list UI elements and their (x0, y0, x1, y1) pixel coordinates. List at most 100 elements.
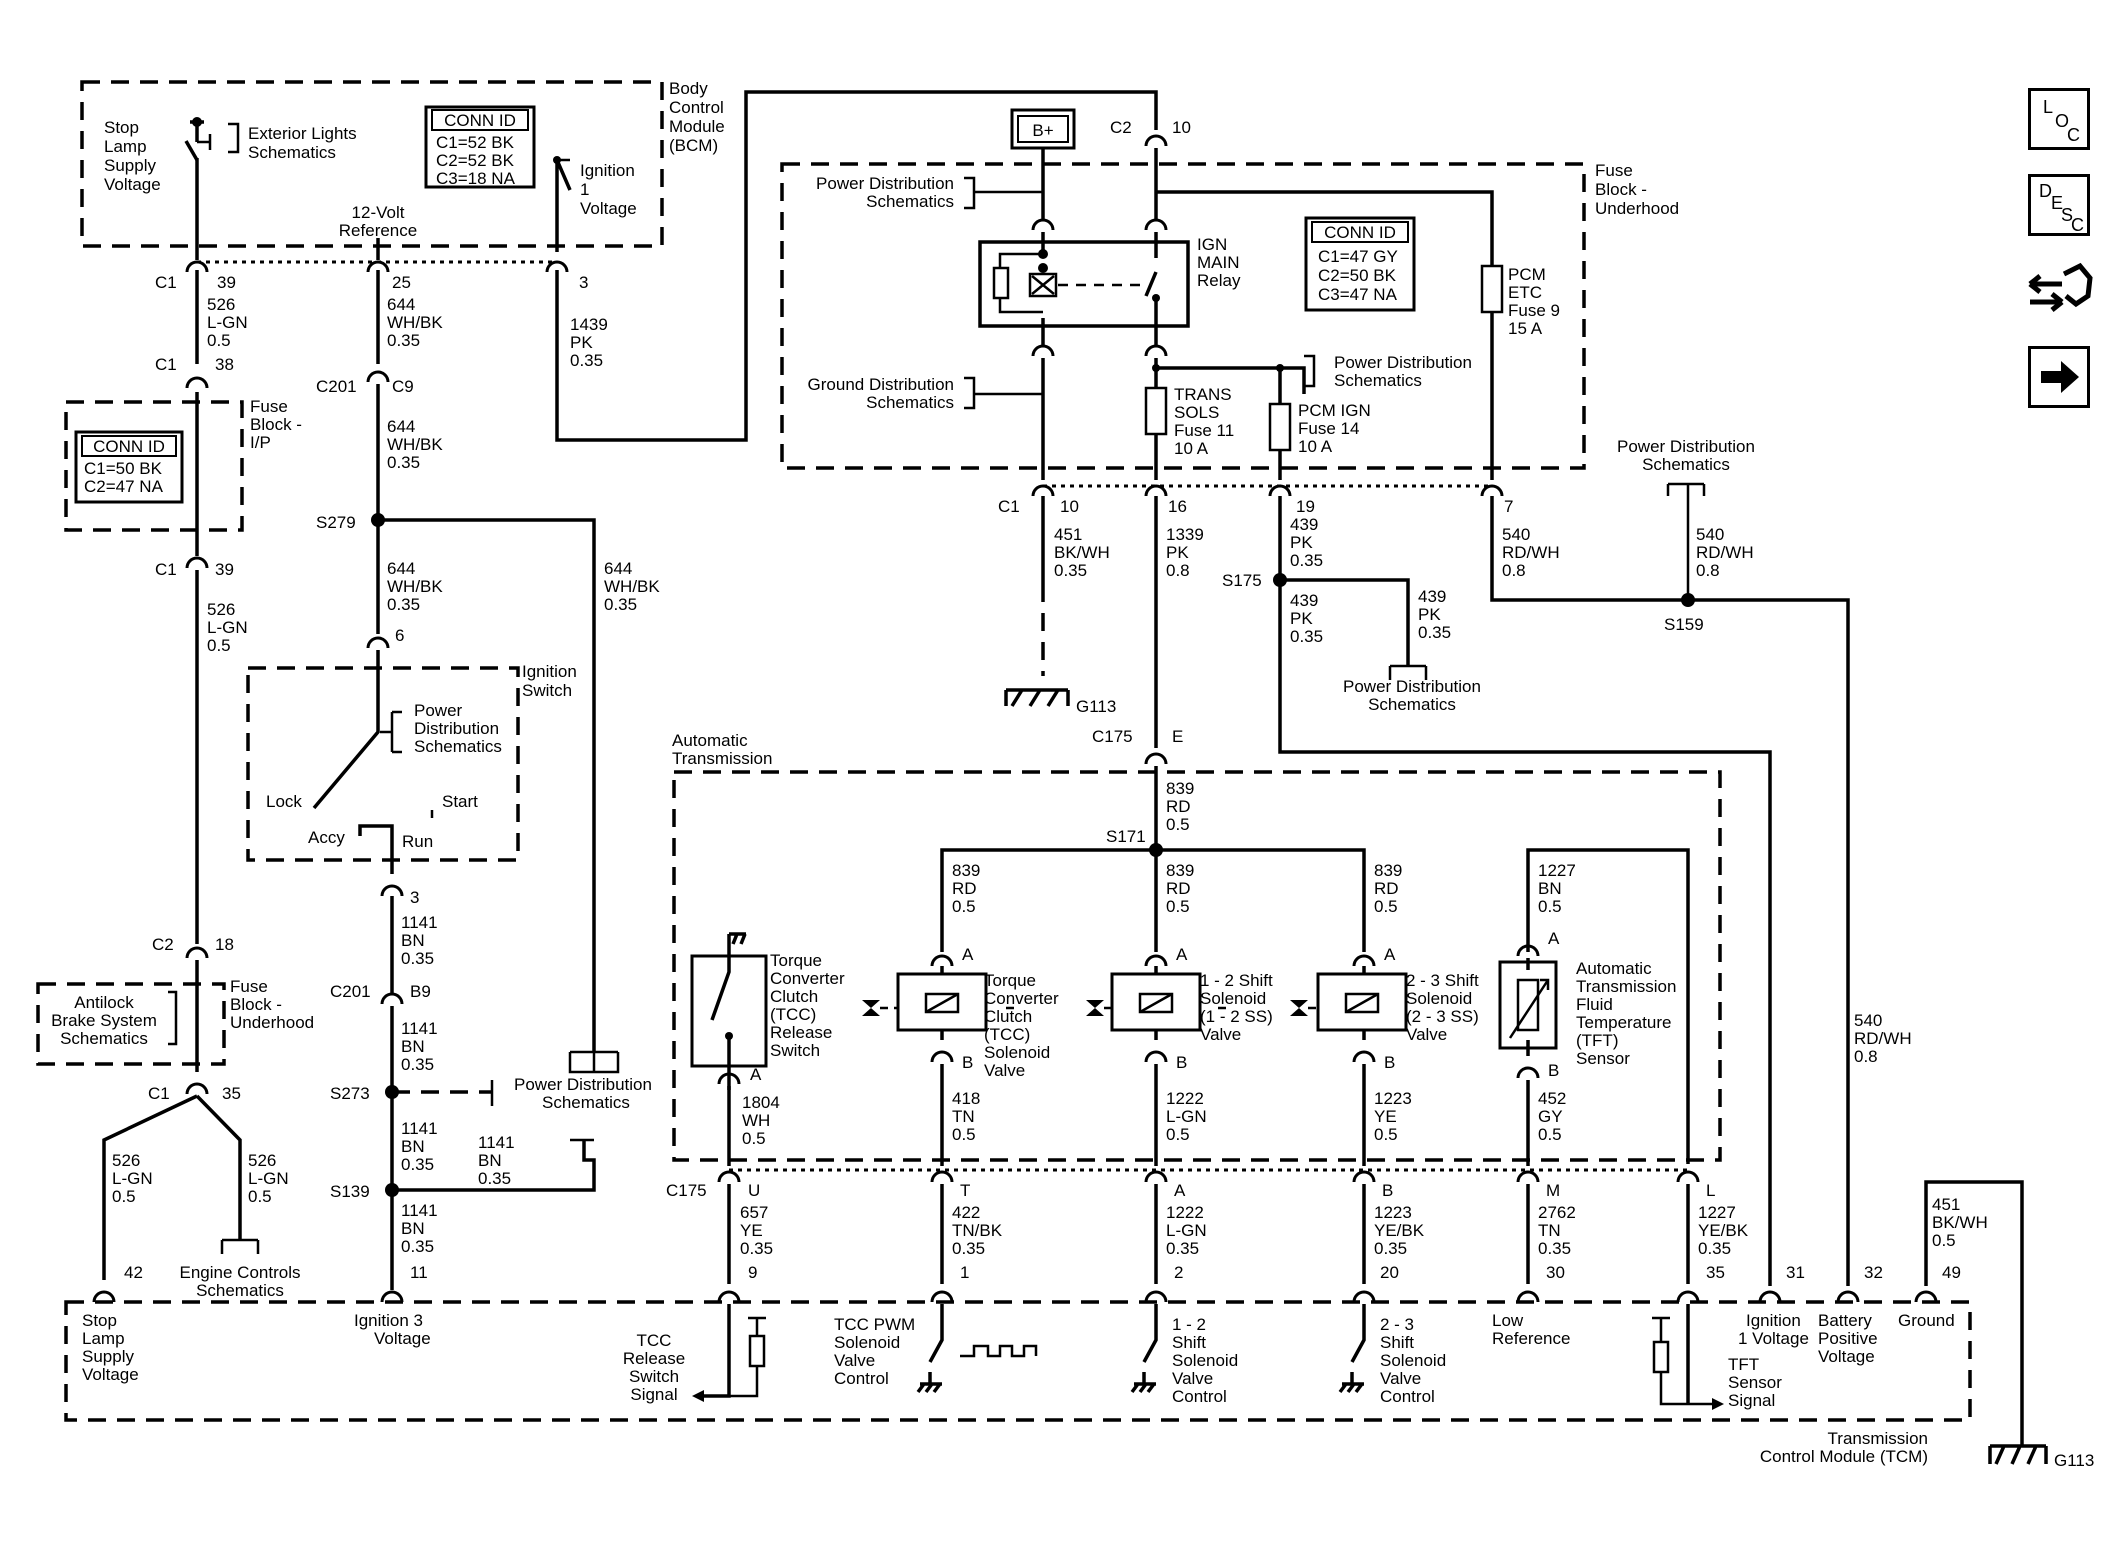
s279-label: S279 (316, 513, 356, 532)
next-arrow-icon (2041, 361, 2079, 393)
desc-letter-2: E (2051, 193, 2064, 213)
loc-letter-1: L (2043, 97, 2054, 117)
underhood-pin-16: 16 (1168, 497, 1187, 516)
c175-pin-m: M (1546, 1181, 1560, 1200)
pin-35: 35 (222, 1084, 241, 1103)
desc-button[interactable]: D E S C (2028, 174, 2090, 236)
loc-letter-2: O (2055, 111, 2070, 131)
desc-letter-1: D (2039, 181, 2052, 201)
c2-label: C2 (152, 935, 174, 954)
c175-pin-u: U (748, 1181, 760, 1200)
fuse-ip-pin-38: 38 (215, 355, 234, 374)
ss12-pin-a: A (1176, 945, 1188, 964)
c201-label: C201 (316, 377, 357, 396)
fuse-ip-conn-title: CONN ID (93, 437, 165, 456)
bcm-conn-title: CONN ID (444, 111, 516, 130)
ss23-pin-b: B (1384, 1053, 1395, 1072)
c175-pin-a: A (1174, 1181, 1186, 1200)
c175-label: C175 (666, 1181, 707, 1200)
c175-e-label: C175 (1092, 727, 1133, 746)
ign-lock: Lock (266, 792, 302, 811)
c175-pin-t: T (960, 1181, 970, 1200)
c201-b9-label: C201 (330, 982, 371, 1001)
next-arrow-button[interactable] (2028, 346, 2090, 408)
tft-pin-a: A (1548, 929, 1560, 948)
bcm-c1-label: C1 (155, 273, 177, 292)
loc-button[interactable]: L O C (2028, 88, 2090, 150)
ign-run: Run (402, 832, 433, 851)
connector-icon-graphic (2028, 262, 2093, 312)
ss23-pin-a: A (1384, 945, 1396, 964)
underhood-pin-10b: 10 (1060, 497, 1079, 516)
c175-pin-l: L (1706, 1181, 1715, 1200)
s273-label: S273 (330, 1084, 370, 1103)
connector-icon[interactable] (2024, 256, 2096, 328)
underhood-pin-19: 19 (1296, 497, 1315, 516)
underhood-pin-7: 7 (1504, 497, 1513, 516)
tcm-pin-32: 32 (1864, 1263, 1883, 1282)
desc-letter-3: S (2061, 205, 2074, 225)
tcm-pin-2: 2 (1174, 1263, 1183, 1282)
fuse-ip-c1b: C1 (155, 560, 177, 579)
bcm-pin-25: 25 (392, 273, 411, 292)
g113-label: G113 (1076, 697, 1116, 716)
underhood-c1: C1 (998, 497, 1020, 516)
loc-letter-3: C (2067, 125, 2080, 145)
